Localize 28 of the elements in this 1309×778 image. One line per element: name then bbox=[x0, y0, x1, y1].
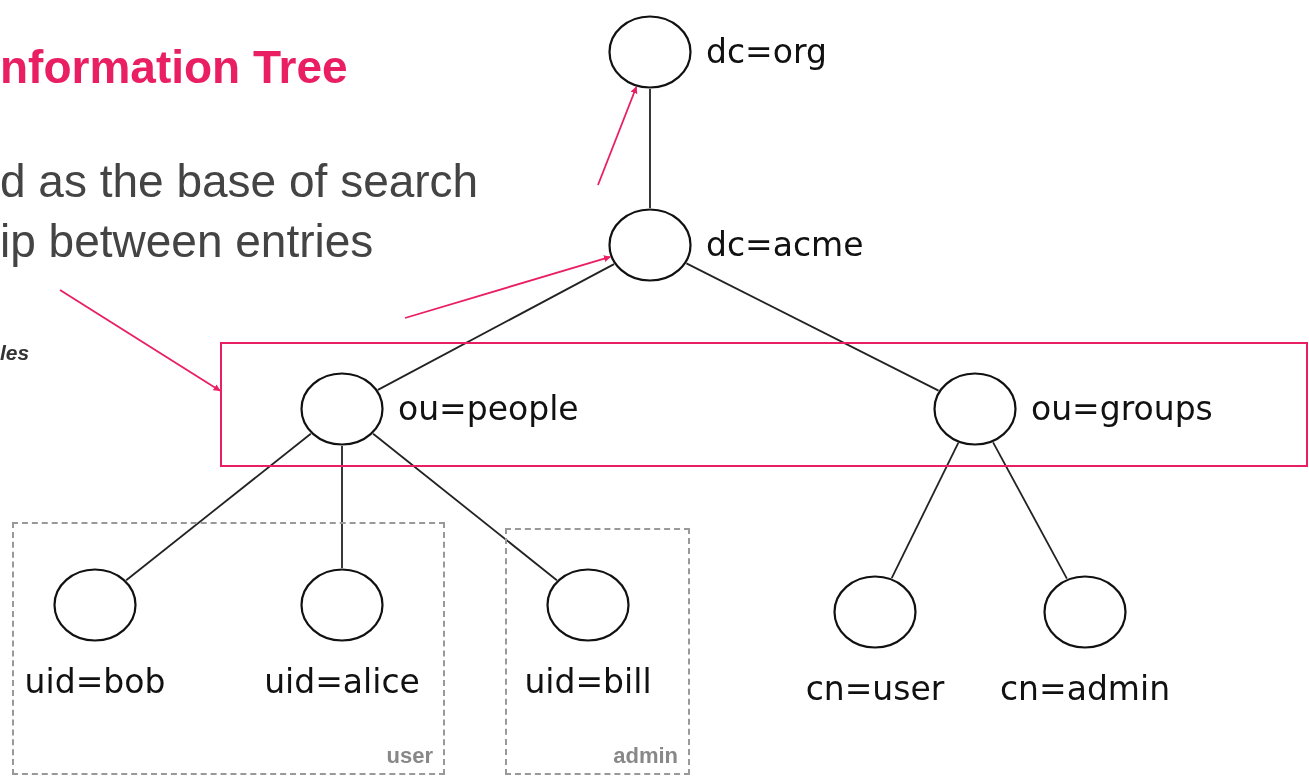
group-label: user bbox=[386, 743, 433, 769]
entry-label: ou=groups bbox=[1031, 389, 1213, 428]
pointer-arrow bbox=[597, 86, 638, 186]
tree-link bbox=[992, 441, 1068, 580]
group-box bbox=[12, 522, 445, 775]
tree-link bbox=[341, 445, 343, 569]
body-text: d as the base of search ip between entries bbox=[0, 154, 480, 269]
note-text: les bbox=[0, 340, 31, 366]
entry-label: cn=admin bbox=[999, 669, 1171, 708]
entry-label: uid=alice bbox=[264, 662, 420, 701]
group-label: admin bbox=[613, 743, 678, 769]
tree-link bbox=[685, 262, 940, 392]
entry-label: cn=user bbox=[805, 669, 945, 708]
group-box bbox=[505, 528, 690, 775]
tree-link bbox=[372, 432, 558, 582]
slide-title: nformation Tree bbox=[0, 40, 348, 94]
tree-link bbox=[890, 442, 960, 579]
tree-link bbox=[649, 88, 651, 209]
entry-label: ou=people bbox=[398, 389, 579, 428]
entry-label: uid=bill bbox=[524, 662, 652, 701]
entry-label: dc=acme bbox=[706, 225, 864, 264]
highlight-box bbox=[220, 342, 1308, 467]
pointer-arrow bbox=[404, 255, 612, 319]
entry-label: uid=bob bbox=[24, 662, 166, 701]
pointer-arrow bbox=[59, 289, 221, 392]
tree-link bbox=[125, 432, 312, 582]
entry-label: dc=org bbox=[706, 32, 827, 71]
tree-link bbox=[377, 263, 615, 391]
